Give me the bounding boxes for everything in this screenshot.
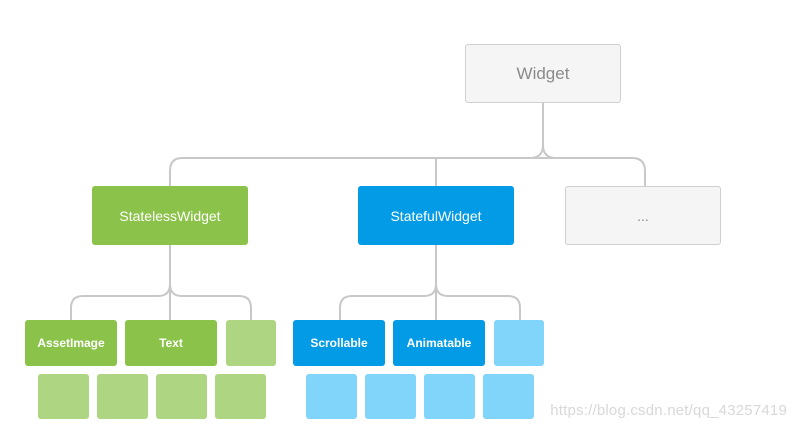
animatable-label: Animatable xyxy=(406,336,472,350)
scrollable-node: Scrollable xyxy=(293,320,385,366)
connector-stateless-right xyxy=(169,283,252,320)
connector-root-right-curve xyxy=(542,144,557,159)
widget-label: Widget xyxy=(516,63,570,83)
connector-root xyxy=(169,103,544,186)
animatable-node: Animatable xyxy=(393,320,485,366)
watermark-text: https://blog.csdn.net/qq_43257419 xyxy=(550,402,787,419)
leaf-blue-node-3 xyxy=(424,374,475,419)
leaf-blue-node-2 xyxy=(365,374,416,419)
leaf-green-node-4 xyxy=(215,374,266,419)
scrollable-label: Scrollable xyxy=(310,336,368,350)
leaf-blue-node-1 xyxy=(306,374,357,419)
connector-root-more xyxy=(530,157,646,186)
placeholder-green-node xyxy=(226,320,276,366)
stateless-widget-node: StatelessWidget xyxy=(92,186,248,245)
stateful-widget-label: StatefulWidget xyxy=(390,207,482,224)
placeholder-blue-node xyxy=(494,320,544,366)
text-label: Text xyxy=(159,336,183,350)
stateless-widget-label: StatelessWidget xyxy=(119,207,221,224)
connector-stateless xyxy=(70,245,171,320)
asset-image-label: AssetImage xyxy=(37,336,105,350)
more-widgets-node: ... xyxy=(565,186,721,245)
text-node: Text xyxy=(125,320,217,366)
connector-stateful xyxy=(339,245,437,320)
leaf-green-node-3 xyxy=(156,374,207,419)
more-widgets-label: ... xyxy=(637,207,649,224)
widget-node: Widget xyxy=(465,44,621,103)
leaf-green-node-1 xyxy=(38,374,89,419)
connector-stateful-right xyxy=(435,283,521,320)
stateful-widget-node: StatefulWidget xyxy=(358,186,514,245)
leaf-green-node-2 xyxy=(97,374,148,419)
asset-image-node: AssetImage xyxy=(25,320,117,366)
leaf-blue-node-4 xyxy=(483,374,534,419)
